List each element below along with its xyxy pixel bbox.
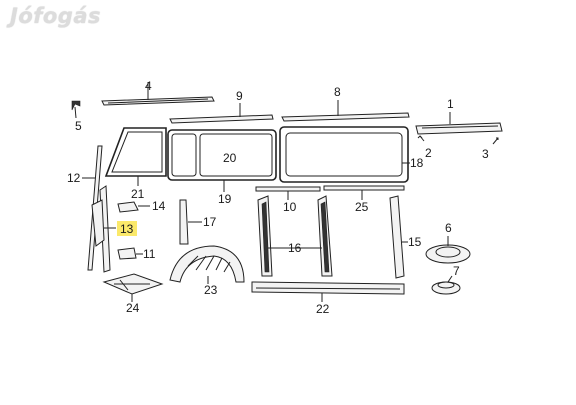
callout-5: 5: [75, 119, 82, 133]
part-upper-rail-9: [169, 103, 274, 124]
part-sill-22: [251, 281, 405, 302]
part-cover-6: [425, 236, 471, 264]
callout-23: 23: [204, 283, 218, 297]
callout-22: 22: [316, 302, 330, 316]
callout-3: 3: [482, 147, 489, 161]
callout-24: 24: [126, 301, 140, 315]
callout-8: 8: [334, 85, 341, 99]
part-window-frame-19: [167, 129, 277, 192]
callout-1: 1: [447, 97, 454, 111]
part-belt-rail-10: [255, 186, 321, 200]
part-clip-14: [117, 201, 150, 213]
part-pillar-16: [257, 195, 333, 277]
part-pillar-15: [389, 195, 408, 279]
part-window-frame-18: [279, 126, 410, 183]
callout-15: 15: [408, 235, 422, 249]
part-floor-bracket-24: [102, 273, 164, 302]
part-upper-rail-8: [281, 100, 410, 122]
part-bracket-5: [71, 100, 81, 119]
part-roof-strip-4: [101, 82, 215, 106]
callout-4: 4: [145, 79, 152, 93]
callout-19: 19: [218, 192, 232, 206]
part-window-frame-21: [104, 127, 167, 186]
part-grommet-7: [431, 275, 461, 295]
callout-21: 21: [131, 187, 145, 201]
part-panel-17: [179, 199, 202, 245]
callout-16: 16: [288, 241, 302, 255]
callout-14: 14: [152, 199, 166, 213]
highlight-box: [117, 221, 137, 236]
callout-9: 9: [236, 89, 243, 103]
callout-13: 13: [120, 222, 134, 236]
callout-10: 10: [283, 200, 297, 214]
callout-18: 18: [410, 156, 424, 170]
callout-7: 7: [453, 264, 460, 278]
callout-25: 25: [355, 200, 369, 214]
callout-2: 2: [425, 146, 432, 160]
callout-12: 12: [67, 171, 81, 185]
part-belt-rail-25: [323, 185, 405, 200]
watermark-logo: Jófogás: [10, 4, 102, 28]
callout-17: 17: [203, 215, 217, 229]
part-wheel-arch-23: [169, 245, 245, 284]
callout-6: 6: [445, 221, 452, 235]
callout-11: 11: [143, 247, 156, 261]
part-pillar-13: [91, 185, 116, 273]
part-rail-1: [415, 112, 503, 145]
callout-20: 20: [223, 151, 237, 165]
part-bracket-11: [117, 247, 143, 260]
